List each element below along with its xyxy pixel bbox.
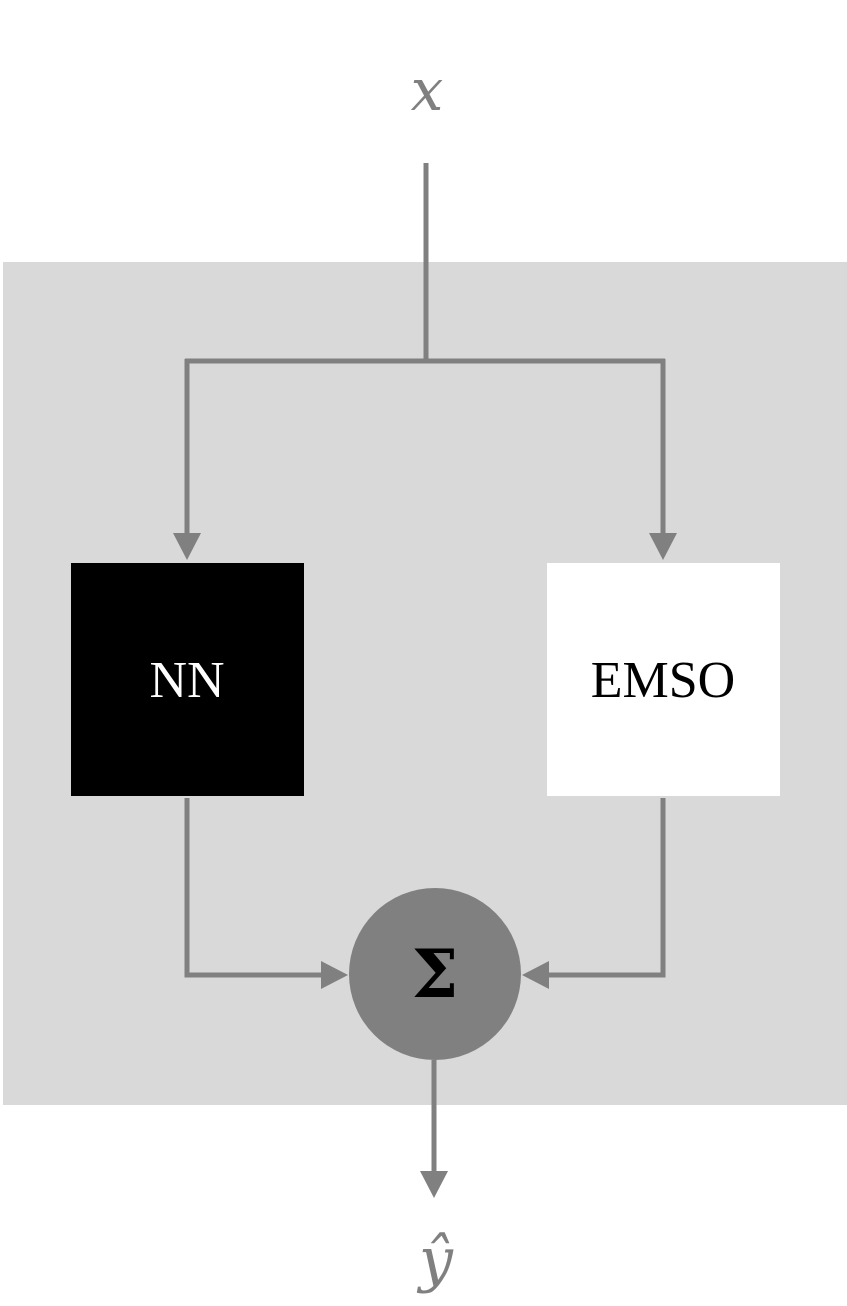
nn-block — [71, 563, 304, 796]
nn-output-arrowhead — [321, 961, 348, 989]
nn-output-connector — [184, 798, 322, 978]
output-arrowhead — [420, 1171, 448, 1198]
emso-label: EMSO — [591, 652, 735, 709]
output-label-y-hat: ŷ — [416, 1225, 454, 1295]
sum-node — [349, 888, 521, 1060]
nn-input-arrowhead — [173, 533, 201, 560]
input-label-x: x — [411, 56, 444, 124]
emso-output-arrowhead — [522, 961, 549, 989]
emso-output-connector — [548, 798, 666, 978]
nn-label: NN — [149, 652, 224, 709]
sum-label: Σ — [412, 935, 459, 1013]
emso-block — [547, 563, 780, 796]
emso-input-arrowhead — [649, 533, 677, 560]
